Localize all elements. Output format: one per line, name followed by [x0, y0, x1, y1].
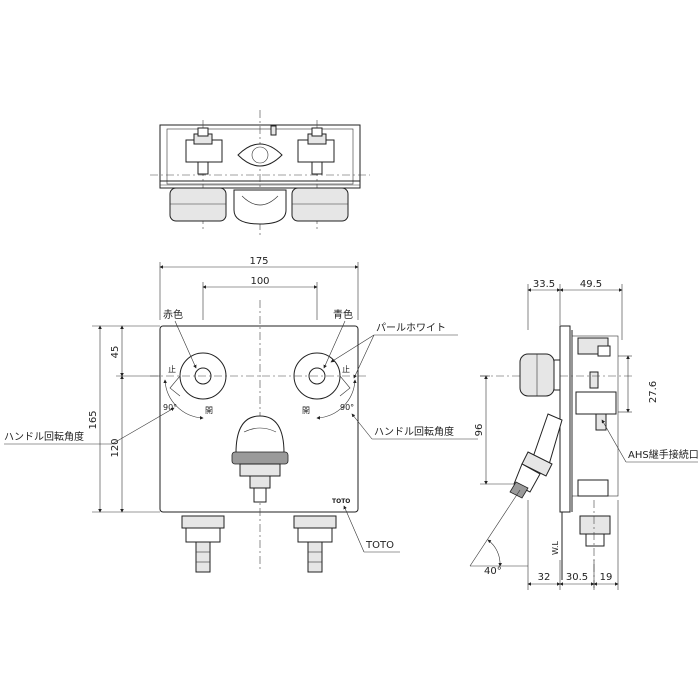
dim-top-right: 49.5 [580, 279, 602, 290]
top-view [150, 110, 370, 235]
label-toto: TOTO [365, 540, 394, 551]
mark-stop-left: 止 [168, 364, 176, 374]
angle-left: 90° [163, 403, 177, 412]
side-view: 33.5 49.5 27.6 96 AHS継手接続口 [469, 279, 699, 590]
mark-open-right: 開 [302, 406, 310, 415]
label-handle-angle-left: ハンドル回転角度 [4, 430, 84, 443]
label-ahs: AHS継手接続口 [628, 448, 699, 461]
dim-top-left: 33.5 [533, 279, 555, 290]
dim-right-vertical: 27.6 [648, 381, 659, 403]
dim-bottom-3: 19 [600, 572, 613, 583]
dim-bottom-1: 32 [538, 572, 551, 583]
dim-left-vertical: 96 [474, 424, 485, 437]
dim-total-height: 165 [88, 410, 99, 429]
dim-bottom-2: 30.5 [566, 572, 588, 583]
dim-total-width: 175 [249, 256, 268, 267]
label-blue: 青色 [333, 308, 353, 321]
label-red: 赤色 [163, 308, 183, 321]
angle-side: 40° [484, 566, 502, 577]
angle-right: 90° [340, 403, 354, 412]
label-pearl-white: パールホワイト [376, 322, 446, 334]
label-handle-angle-right: ハンドル回転角度 [374, 425, 454, 438]
brand-logo: TOTO [332, 498, 350, 505]
mark-stop-right: 止 [342, 364, 350, 374]
mark-open-left: 開 [205, 406, 213, 415]
dim-lower-height: 120 [110, 438, 121, 457]
label-wall: W.L [551, 540, 560, 555]
dim-upper-height: 45 [110, 346, 121, 359]
dim-inner-width: 100 [250, 276, 269, 287]
front-view: 175 100 165 120 45 90° 90° 止 止 開 開 [4, 256, 478, 573]
